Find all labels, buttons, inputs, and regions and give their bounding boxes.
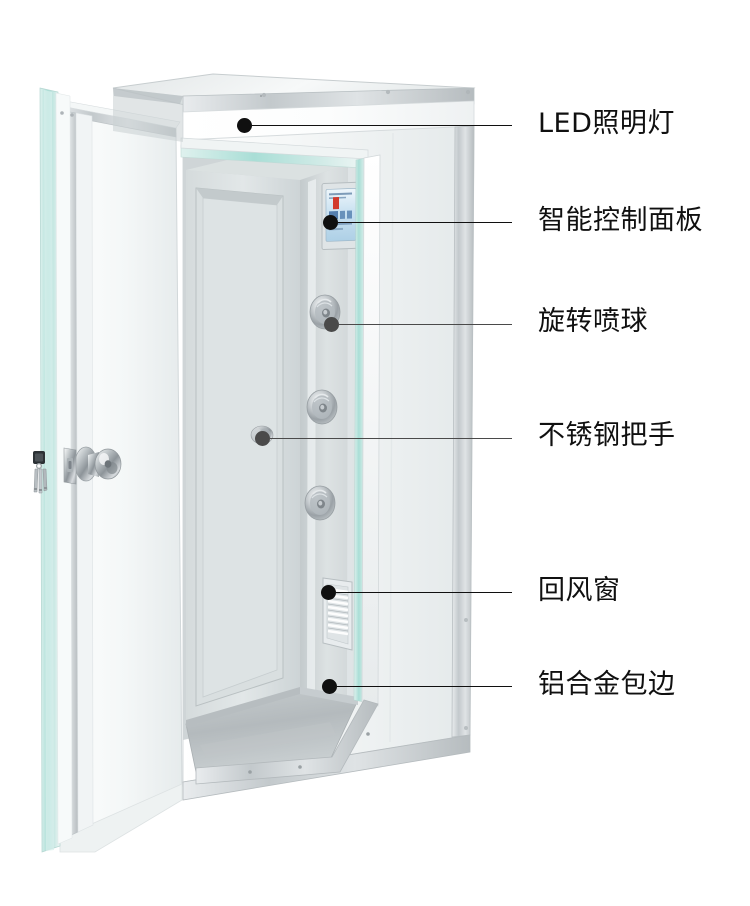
callout-air-return-window[interactable]: 回风窗: [538, 577, 621, 604]
callout-label-led-lamp: LED照明灯: [538, 108, 675, 139]
right-corner-post: [451, 125, 475, 738]
callout-leader-control-panel: [338, 222, 512, 223]
hanging-keys: [33, 451, 48, 494]
callout-dot-air-return-window: [320, 584, 336, 600]
callout-leader-led-lamp: [252, 125, 512, 126]
callout-dot-rotary-nozzle: [323, 316, 339, 332]
door-opening-interior: [183, 150, 361, 773]
opening-glass-frame: [180, 137, 381, 785]
callout-leader-air-return-window: [336, 592, 512, 593]
door-knob: [74, 446, 122, 482]
callout-rotary-nozzle[interactable]: 旋转喷球: [538, 308, 648, 335]
callout-leader-stainless-handle: [270, 438, 512, 439]
callout-label-aluminium-edge: 铝合金包边: [538, 669, 676, 700]
callout-label-control-panel: 智能控制面板: [538, 205, 703, 236]
cabinet-left-return: [113, 88, 183, 142]
panel-indicator-red: [333, 196, 339, 210]
callout-led-lamp[interactable]: LED照明灯: [538, 110, 675, 137]
rotary-nozzle-3: [304, 485, 336, 521]
callout-dot-led-lamp: [236, 117, 252, 133]
opening-threshold: [195, 699, 379, 785]
callout-label-rotary-nozzle: 旋转喷球: [538, 306, 648, 337]
callout-stainless-handle[interactable]: 不锈钢把手: [538, 422, 676, 449]
callout-label-air-return-window: 回风窗: [538, 575, 621, 606]
door-lock-latch: [63, 447, 77, 485]
callout-dot-aluminium-edge: [321, 678, 337, 694]
rotary-nozzle-2: [306, 389, 338, 425]
open-door: [33, 87, 183, 853]
callout-leader-aluminium-edge: [337, 686, 512, 687]
callout-dot-stainless-handle: [254, 430, 270, 446]
callout-control-panel[interactable]: 智能控制面板: [538, 207, 703, 234]
callout-dot-control-panel: [322, 214, 338, 230]
callout-label-stainless-handle: 不锈钢把手: [538, 420, 676, 451]
callout-leader-rotary-nozzle: [339, 324, 512, 325]
callout-aluminium-edge[interactable]: 铝合金包边: [538, 671, 676, 698]
